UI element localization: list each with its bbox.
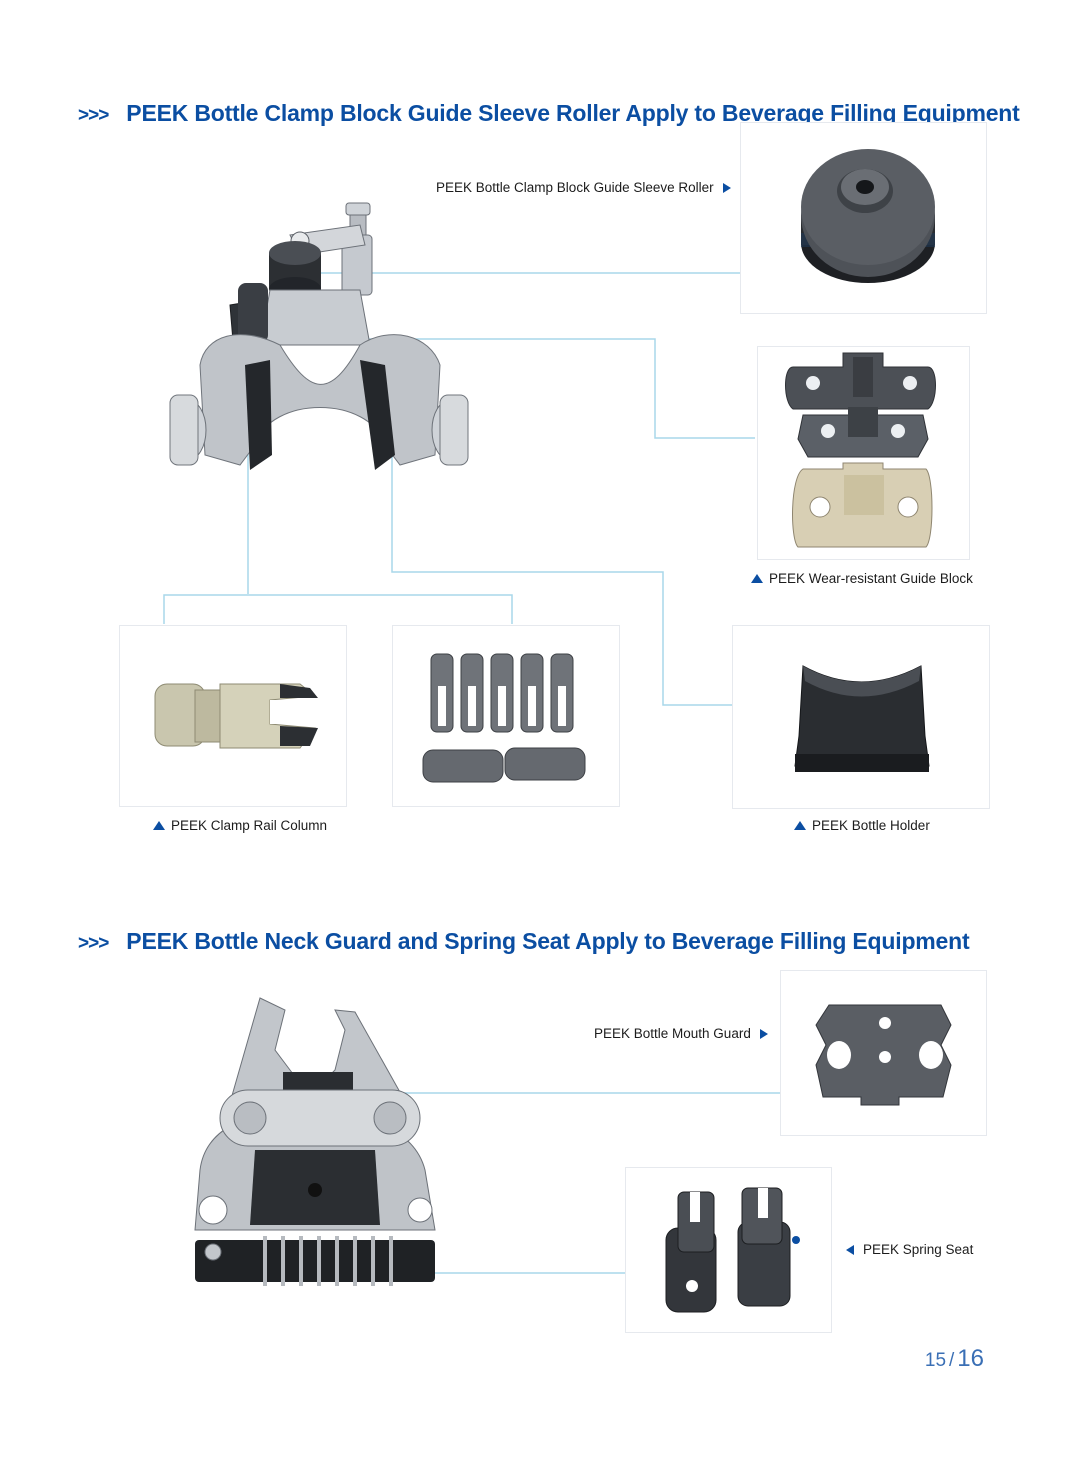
spring-seat-label: PEEK Spring Seat	[846, 1242, 973, 1257]
page-separator: /	[949, 1350, 955, 1371]
arrow-left-icon	[846, 1244, 854, 1255]
mouth-guard-label-text: PEEK Bottle Mouth Guard	[594, 1026, 751, 1041]
heading-arrows: >>>	[78, 105, 109, 126]
guide-block-image-frame	[757, 346, 970, 560]
bottle-holder-image	[794, 665, 930, 772]
guide-block-label-text: PEEK Wear-resistant Guide Block	[769, 571, 973, 586]
bottle-holder-label: PEEK Bottle Holder	[794, 818, 930, 833]
section-heading-2: >>> PEEK Bottle Neck Guard and Spring Se…	[78, 928, 970, 955]
clamp-assembly-image	[169, 202, 469, 470]
spring-seat-image-frame	[625, 1167, 832, 1333]
rail-column-label: PEEK Clamp Rail Column	[153, 818, 327, 833]
rail-column-image-frame	[119, 625, 347, 807]
roller-image-frame	[740, 122, 987, 314]
spring-seat-image	[665, 1187, 800, 1313]
rail-column-image	[154, 683, 318, 749]
bottle-holder-label-text: PEEK Bottle Holder	[812, 818, 930, 833]
section-title: PEEK Bottle Clamp Block Guide Sleeve Rol…	[126, 100, 1020, 126]
heading-arrows: >>>	[78, 933, 109, 954]
bottle-holder-image-frame	[732, 625, 990, 809]
mouth-guard-image	[815, 1004, 952, 1106]
guide-block-image	[785, 352, 936, 548]
roller-label-text: PEEK Bottle Clamp Block Guide Sleeve Rol…	[436, 180, 714, 195]
rail-column-label-text: PEEK Clamp Rail Column	[171, 818, 328, 833]
roller-label: PEEK Bottle Clamp Block Guide Sleeve Rol…	[436, 180, 731, 195]
arrow-up-icon	[751, 574, 763, 583]
mouth-guard-image-frame	[780, 970, 987, 1136]
page-current: 15	[924, 1350, 947, 1371]
guide-block-label: PEEK Wear-resistant Guide Block	[751, 571, 973, 586]
connector-lines-1	[163, 272, 755, 706]
neck-guard-assembly-image	[194, 997, 436, 1286]
page-total: 16	[957, 1345, 984, 1372]
section-title: PEEK Bottle Neck Guard and Spring Seat A…	[126, 928, 970, 954]
spring-seat-label-text: PEEK Spring Seat	[863, 1242, 974, 1257]
section-heading-1: >>> PEEK Bottle Clamp Block Guide Sleeve…	[78, 100, 1020, 127]
arrow-up-icon	[153, 821, 165, 830]
arrow-right-icon	[759, 1028, 768, 1039]
mouth-guard-label: PEEK Bottle Mouth Guard	[594, 1026, 768, 1041]
pins-image-frame	[392, 625, 620, 807]
page-number: 15/16	[925, 1345, 984, 1373]
arrow-up-icon	[794, 821, 806, 830]
pins-image	[422, 653, 586, 783]
roller-image	[801, 149, 935, 283]
arrow-right-icon	[722, 182, 731, 193]
